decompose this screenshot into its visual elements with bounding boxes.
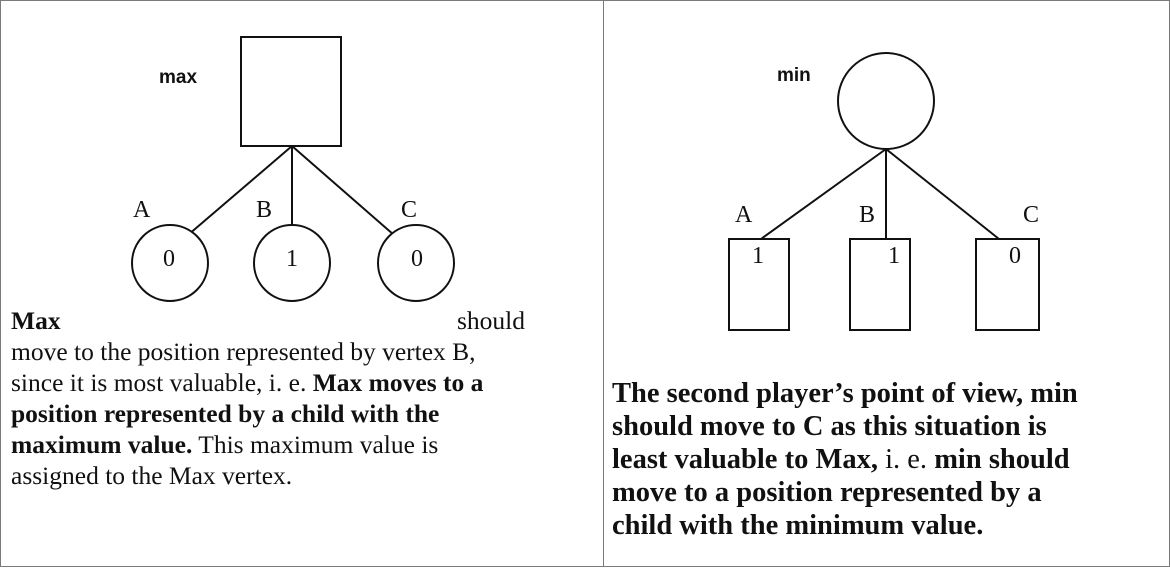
child-label-a: A [133,197,151,223]
child-value-a: 0 [163,246,175,272]
child-label-c: C [401,197,417,223]
left-panel-max-tree: max A B C 0 1 0 Max should move to the p… [0,0,604,567]
min-child-label-a: A [735,202,753,228]
explanation-line-3: since it is most valuable, i. e. Max mov… [11,368,484,397]
min-tree-diagram: min A B C 1 1 0 [728,52,1040,331]
min-text-line-5: child with the minimum value. [612,510,984,541]
edge-max-c [291,145,395,236]
explanation-lead-bold: Max [11,306,61,335]
explanation-line-5: maximum value. This maximum value is [11,430,439,459]
right-panel-min-tree: min A B C 1 1 0 The second player’s poin… [603,0,1170,567]
child-label-b: B [256,197,272,223]
min-root-label: min [777,65,811,86]
min-text-line-1: The second player’s point of view, min [612,378,1078,409]
child-value-b: 1 [286,246,298,272]
min-child-label-c: C [1023,202,1039,228]
max-tree-diagram: max A B C 0 1 0 [131,36,455,302]
child-node-c [377,224,455,302]
child-value-c: 0 [411,246,423,272]
child-square-c [975,238,1040,331]
edge-max-a [187,145,293,236]
max-root-square [240,36,342,147]
min-child-value-c: 0 [1009,243,1021,269]
child-square-a [728,238,790,331]
min-text-line-4: move to a position represented by a [612,477,1042,508]
explanation-line-6: assigned to the Max vertex. [11,461,293,490]
child-node-b [253,224,331,302]
max-root-label: max [159,67,197,88]
min-text-line-3: least valuable to Max, i. e. min should [612,444,1070,475]
edge-min-c [885,148,1000,240]
explanation-lead-right: should [457,306,526,335]
explanation-line-2: move to the position represented by vert… [11,337,476,366]
child-square-b [849,238,911,331]
min-text-line-2: should move to C as this situation is [612,411,1047,442]
edge-min-a [760,148,887,240]
explanation-line-4: position represented by a child with the [11,399,440,428]
min-child-value-a: 1 [752,243,764,269]
min-child-label-b: B [859,202,875,228]
child-node-a [131,224,209,302]
min-child-value-b: 1 [888,243,900,269]
min-root-circle [837,52,935,150]
